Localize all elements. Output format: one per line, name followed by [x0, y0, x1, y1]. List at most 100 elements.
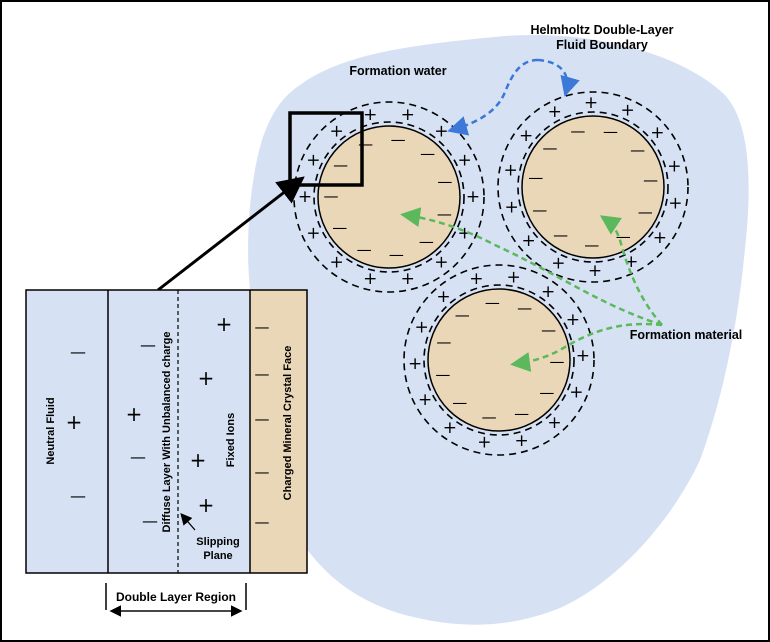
minus-charge: —	[420, 145, 435, 163]
plus-ion: +	[434, 121, 448, 141]
plus-ion: +	[551, 254, 565, 274]
minus-charge: —	[452, 394, 467, 412]
plus-ion: +	[198, 366, 215, 390]
neutral-fluid-region	[26, 290, 108, 573]
helmholtz-label-line1: Helmholtz Double-Layer	[530, 23, 673, 37]
minus-charge: —	[482, 408, 497, 426]
plus-ion: +	[548, 102, 562, 122]
plus-ion: +	[507, 267, 521, 287]
minus-charge: —	[528, 169, 543, 187]
plus-ion: +	[330, 121, 344, 141]
minus-charge: —	[549, 353, 564, 371]
plus-ion: +	[477, 433, 491, 453]
minus-charge: —	[455, 306, 470, 324]
minus-charge: —	[130, 448, 146, 467]
formation-material-arrow-2	[599, 215, 663, 326]
plus-ion: +	[306, 223, 320, 243]
minus-charge: —	[638, 203, 653, 221]
mineral-face-region	[250, 290, 307, 573]
plus-ion: +	[190, 448, 207, 472]
minus-charge: —	[542, 139, 557, 157]
plus-ion: +	[569, 383, 583, 403]
plus-ion: +	[198, 493, 215, 517]
double-layer-bracket	[105, 583, 247, 617]
formation-material-arrow-3	[510, 322, 663, 372]
plus-ion: +	[418, 390, 432, 410]
neutral-fluid-label: Neutral Fluid	[45, 397, 57, 464]
charged-face-label: Charged Mineral Crystal Face	[282, 346, 294, 501]
minus-charge: —	[142, 512, 158, 531]
minus-charge: —	[255, 318, 270, 336]
minus-charge: —	[630, 141, 645, 159]
minus-charge: —	[324, 187, 339, 205]
grain-3	[403, 264, 595, 456]
plus-ion: +	[401, 105, 415, 125]
minus-charge: —	[389, 246, 404, 264]
helmholtz-arrow-right	[537, 58, 580, 97]
plus-ion: +	[504, 198, 518, 218]
plus-ion: +	[434, 253, 448, 273]
double-layer-region-label: Double Layer Region	[116, 590, 236, 604]
minus-charge: —	[541, 321, 556, 339]
plus-ion: +	[298, 187, 312, 207]
minus-charge: —	[616, 227, 631, 245]
minus-charge: —	[485, 293, 500, 311]
plus-ion: +	[588, 261, 602, 281]
minus-charge: —	[332, 219, 347, 237]
grain-2	[497, 91, 689, 283]
minus-charge: —	[435, 366, 450, 384]
minus-charge: —	[70, 343, 86, 362]
minus-charge: —	[539, 384, 554, 402]
plus-ion: +	[330, 253, 344, 273]
minus-charge: —	[514, 404, 529, 422]
zoom-arrow	[157, 176, 305, 292]
diffuse-layer-label: Diffuse Layer With Unbalanced charge	[161, 331, 173, 532]
minus-charge: —	[255, 463, 270, 481]
minus-charge: —	[436, 333, 451, 351]
plus-ion: +	[408, 354, 422, 374]
plus-ion: +	[584, 93, 598, 113]
diffuse-layer-region	[108, 290, 250, 573]
plus-ion: +	[624, 252, 638, 272]
formation-material-label: Formation material	[630, 328, 743, 342]
plus-ion: +	[541, 282, 555, 302]
plus-ion: +	[126, 402, 143, 426]
plus-ion: +	[363, 105, 377, 125]
grain-1	[293, 101, 485, 293]
plus-ion: +	[576, 346, 590, 366]
minus-charge: —	[357, 240, 372, 258]
slipping-plane-label-line2: Plane	[203, 550, 232, 562]
slipping-plane-arrow	[180, 513, 196, 531]
minus-charge: —	[333, 156, 348, 174]
formation-material-arrow-1	[400, 207, 663, 327]
helmholtz-arrow-left	[447, 58, 539, 136]
plus-ion: +	[653, 228, 667, 248]
plus-ion: +	[401, 269, 415, 289]
formation-water-label: Formation water	[349, 64, 446, 78]
minus-charge: —	[532, 201, 547, 219]
plus-ion: +	[519, 126, 533, 146]
minus-charge: —	[70, 487, 86, 506]
plus-ion: +	[66, 410, 83, 434]
inset-panel	[25, 289, 308, 574]
plus-ion: +	[458, 151, 472, 171]
plus-ion: +	[504, 160, 518, 180]
plus-ion: +	[306, 151, 320, 171]
plus-ion: +	[415, 317, 429, 337]
minus-charge: —	[553, 226, 568, 244]
minus-charge: —	[570, 122, 585, 140]
plus-ion: +	[667, 156, 681, 176]
plus-ion: +	[650, 123, 664, 143]
minus-charge: —	[517, 299, 532, 317]
plus-ion: +	[668, 194, 682, 214]
plus-ion: +	[466, 187, 480, 207]
minus-charge: —	[140, 336, 156, 355]
plus-ion: +	[216, 312, 233, 336]
fixed-ions-label: Fixed Ions	[225, 413, 237, 467]
slipping-plane-label-line1: Slipping	[196, 536, 239, 548]
plus-ion: +	[547, 413, 561, 433]
plus-ion: +	[443, 418, 457, 438]
helmholtz-label-line2: Fluid Boundary	[556, 38, 648, 52]
minus-charge: —	[391, 131, 406, 149]
